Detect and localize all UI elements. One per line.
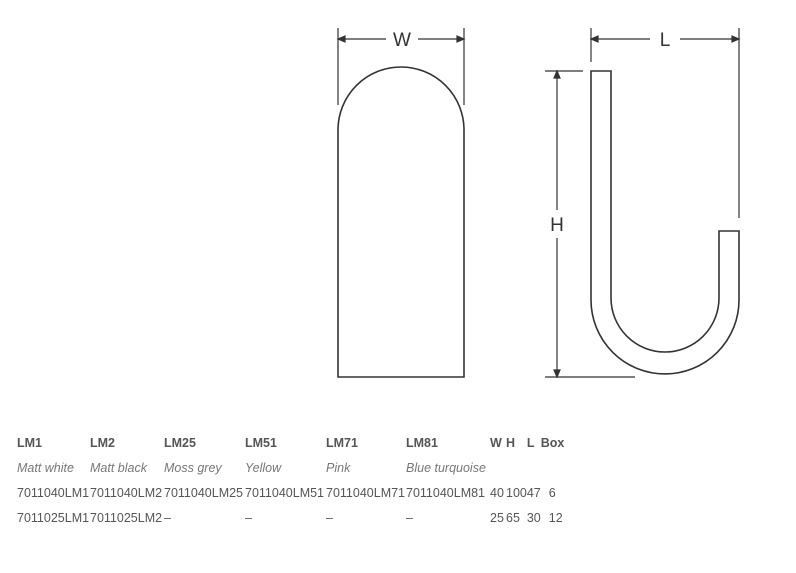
column-header: LM81 <box>406 436 438 450</box>
article-code: 7011040LM1 <box>17 486 90 500</box>
table-row: 7011040LM1 7011040LM2 7011040LM25 701104… <box>17 481 571 506</box>
article-code: 7011040LM51 <box>245 486 325 500</box>
article-code: 7011025LM1 <box>17 511 90 525</box>
product-technical-drawing: W L H <box>336 28 741 379</box>
article-code: 7011040LM71 <box>326 486 406 500</box>
width-value: 40 <box>490 486 504 500</box>
height-value: 100 <box>506 486 527 500</box>
front-view <box>337 66 465 378</box>
length-value: 30 <box>526 511 541 525</box>
article-code: – <box>406 511 413 525</box>
length-dimension <box>589 28 741 218</box>
column-header: Box <box>540 436 565 450</box>
box-quantity: 12 <box>548 511 563 525</box>
height-label: H <box>550 215 564 236</box>
width-label: W <box>393 30 411 51</box>
width-dimension <box>336 28 466 105</box>
column-header: LM71 <box>326 436 358 450</box>
column-header: W <box>490 436 502 450</box>
color-name: Matt white <box>17 461 74 475</box>
column-header: LM1 <box>17 436 42 450</box>
column-header: LM25 <box>164 436 196 450</box>
table-row: 7011025LM1 7011025LM2 – – – – 25 65 30 1… <box>17 506 571 531</box>
color-name: Matt black <box>90 461 147 475</box>
box-quantity: 6 <box>548 486 556 500</box>
length-label: L <box>660 30 671 51</box>
color-name: Moss grey <box>164 461 222 475</box>
article-code: 7011025LM2 <box>90 511 163 525</box>
color-names-row: Matt white Matt black Moss grey Yellow P… <box>17 456 571 481</box>
article-code: 7011040LM2 <box>90 486 163 500</box>
column-header: LM2 <box>90 436 115 450</box>
height-dimension <box>545 69 635 379</box>
column-header: LM51 <box>245 436 277 450</box>
color-name: Pink <box>326 461 351 475</box>
product-spec-table: LM1 LM2 LM25 LM51 LM71 LM81 W H L Box Ma… <box>17 431 571 531</box>
color-name: Blue turquoise <box>406 461 486 475</box>
length-value: 47 <box>526 486 541 500</box>
column-header: H <box>506 436 516 450</box>
article-code: – <box>326 511 333 525</box>
width-value: 25 <box>490 511 504 525</box>
article-code: – <box>245 511 252 525</box>
article-code: – <box>164 511 171 525</box>
column-header: L <box>526 436 535 450</box>
height-value: 65 <box>506 511 520 525</box>
color-name: Yellow <box>245 461 282 475</box>
article-code: 7011040LM81 <box>406 486 486 500</box>
article-code: 7011040LM25 <box>164 486 244 500</box>
table-header-row: LM1 LM2 LM25 LM51 LM71 LM81 W H L Box <box>17 431 571 456</box>
side-view-hook <box>590 70 740 375</box>
